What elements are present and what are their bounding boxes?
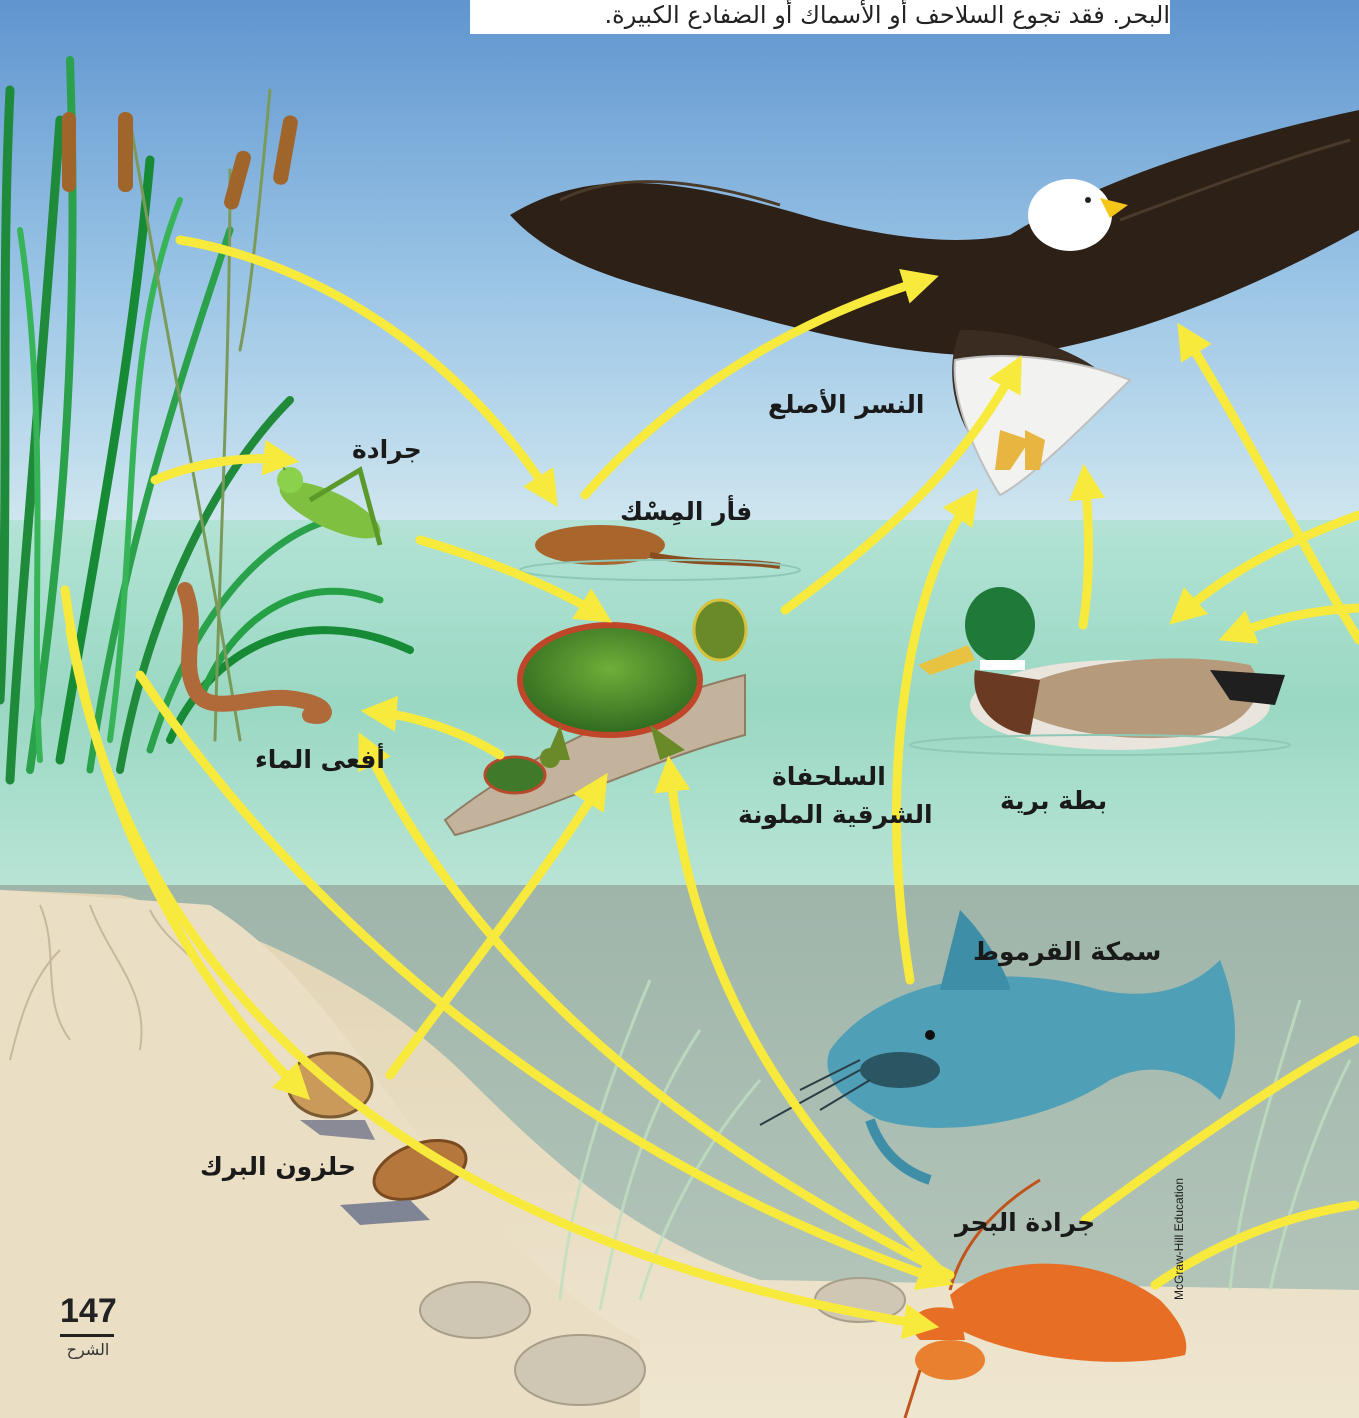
page-section: الشرح xyxy=(60,1340,116,1359)
label-eagle: النسر الأصلع xyxy=(768,390,924,419)
label-snail: حلزون البرك xyxy=(200,1152,356,1181)
page-number-rule xyxy=(60,1334,114,1337)
top-caption: البحر. فقد تجوع السلاحف أو الأسماك أو ال… xyxy=(470,0,1170,34)
label-duck: بطة برية xyxy=(1000,786,1107,815)
label-crayfish: جرادة البحر xyxy=(955,1208,1095,1237)
publisher-credit: McGraw-Hill Education xyxy=(1172,1178,1186,1300)
label-muskrat: فأر المِسْك xyxy=(620,497,752,526)
page-number: 147 xyxy=(60,1292,117,1331)
label-turtle-line1: السلحفاة xyxy=(772,762,886,791)
label-water-snake: أفعى الماء xyxy=(255,745,385,774)
label-grasshopper: جرادة xyxy=(352,435,422,464)
label-turtle-line2: الشرقية الملونة xyxy=(738,800,933,829)
label-catfish: سمكة القرموط xyxy=(973,937,1161,966)
